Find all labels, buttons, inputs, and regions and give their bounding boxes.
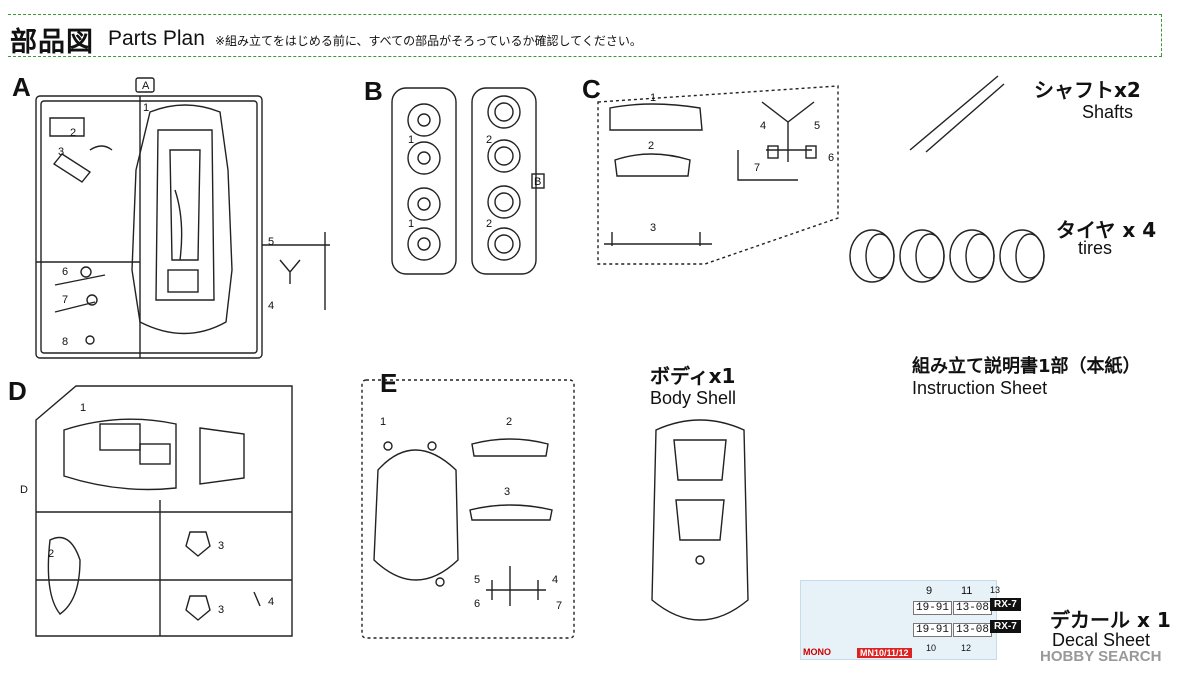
part-c2: 2 [648,140,655,152]
decal-label-jp: デカール x 1 [1050,608,1171,632]
part-a3: 3 [58,146,65,158]
part-e3: 3 [504,486,511,498]
header-top-rule [8,14,1162,15]
decal-label-en: Decal Sheet [1052,630,1151,650]
part-c4: 4 [760,120,767,132]
runner-a-tag: A [142,80,150,92]
part-a4: 4 [268,300,275,312]
shafts-label-en: Shafts [1082,102,1134,122]
runner-b-label: B [364,76,383,106]
part-a1: 1 [143,102,150,114]
part-b2b: 2 [486,218,493,230]
decal-num-12: 12 [961,643,972,653]
tires-label-jp: タイヤ x 4 [1056,218,1157,242]
decal-badge-2: RX-7 [990,620,1021,633]
part-d3a: 3 [218,540,225,552]
part-a7: 7 [62,294,69,306]
part-a8: 8 [62,336,69,348]
part-e5: 5 [474,574,481,586]
header-side-rule [1161,14,1162,56]
runner-b [391,87,545,275]
part-c3: 3 [650,222,657,234]
runner-d [35,385,293,637]
shafts [909,75,1005,153]
decal-num-13: 13 [990,585,1001,595]
shafts-label-jp: シャフトx2 [1034,78,1141,102]
runner-d-tag: D [20,484,28,496]
decal-plate-3: 19-91 [913,623,953,637]
part-a6: 6 [62,266,69,278]
runner-d-label: D [8,376,27,406]
decal-num-10: 10 [926,643,937,653]
runner-c-label: C [582,74,601,104]
part-d2: 2 [48,548,55,560]
part-c6: 6 [828,152,835,164]
decal-num-11: 11 [961,585,973,597]
decal-plate-4: 13-08 [953,623,993,637]
decal-brand: MONO [803,647,831,657]
decal-plate-1: 19-91 [913,601,953,615]
tires-label-en: tires [1078,238,1113,258]
part-a5: 5 [268,236,275,248]
part-a2: 2 [70,127,77,139]
decal-num-9: 9 [926,585,933,597]
part-e4: 4 [552,574,559,586]
runner-b-tag: B [534,176,542,188]
decal-sheet: 9 11 13 19-91 13-08 19-91 13-08 10 12 MO… [800,580,1001,660]
page-title-jp: 部品図 [10,27,94,58]
body-shell [651,419,749,621]
header-rule [8,56,1162,57]
decal-badge-1: RX-7 [990,598,1021,611]
decal-plate-2: 13-08 [953,601,993,615]
part-e2: 2 [506,416,513,428]
part-d3b: 3 [218,604,225,616]
runner-c [597,85,839,265]
body-label-jp: ボディx1 [650,364,736,388]
tires [849,229,1045,283]
instruction-label-jp: 組み立て説明書1部（本紙） [912,356,1141,377]
page-title-en: Parts Plan [108,27,205,50]
part-c5: 5 [814,120,821,132]
runner-e-label: E [380,368,398,398]
watermark: HOBBY SEARCH [1040,648,1162,665]
part-c1: 1 [650,92,657,104]
decal-code: MN10/11/12 [857,648,912,658]
part-b1a: 1 [408,134,415,146]
part-c7: 7 [754,162,761,174]
body-label-en: Body Shell [650,388,737,408]
runner-a [35,77,330,359]
part-e6: 6 [474,598,481,610]
header-note: ※組み立てをはじめる前に、すべての部品がそろっているか確認してください。 [215,34,642,48]
part-e7: 7 [556,600,563,612]
runner-a-label: A [12,72,31,102]
runner-e [361,379,575,639]
part-e1: 1 [380,416,387,428]
part-b1b: 1 [408,218,415,230]
part-d4: 4 [268,596,275,608]
part-d1: 1 [80,402,87,414]
part-b2a: 2 [486,134,493,146]
instruction-label-en: Instruction Sheet [912,378,1048,398]
